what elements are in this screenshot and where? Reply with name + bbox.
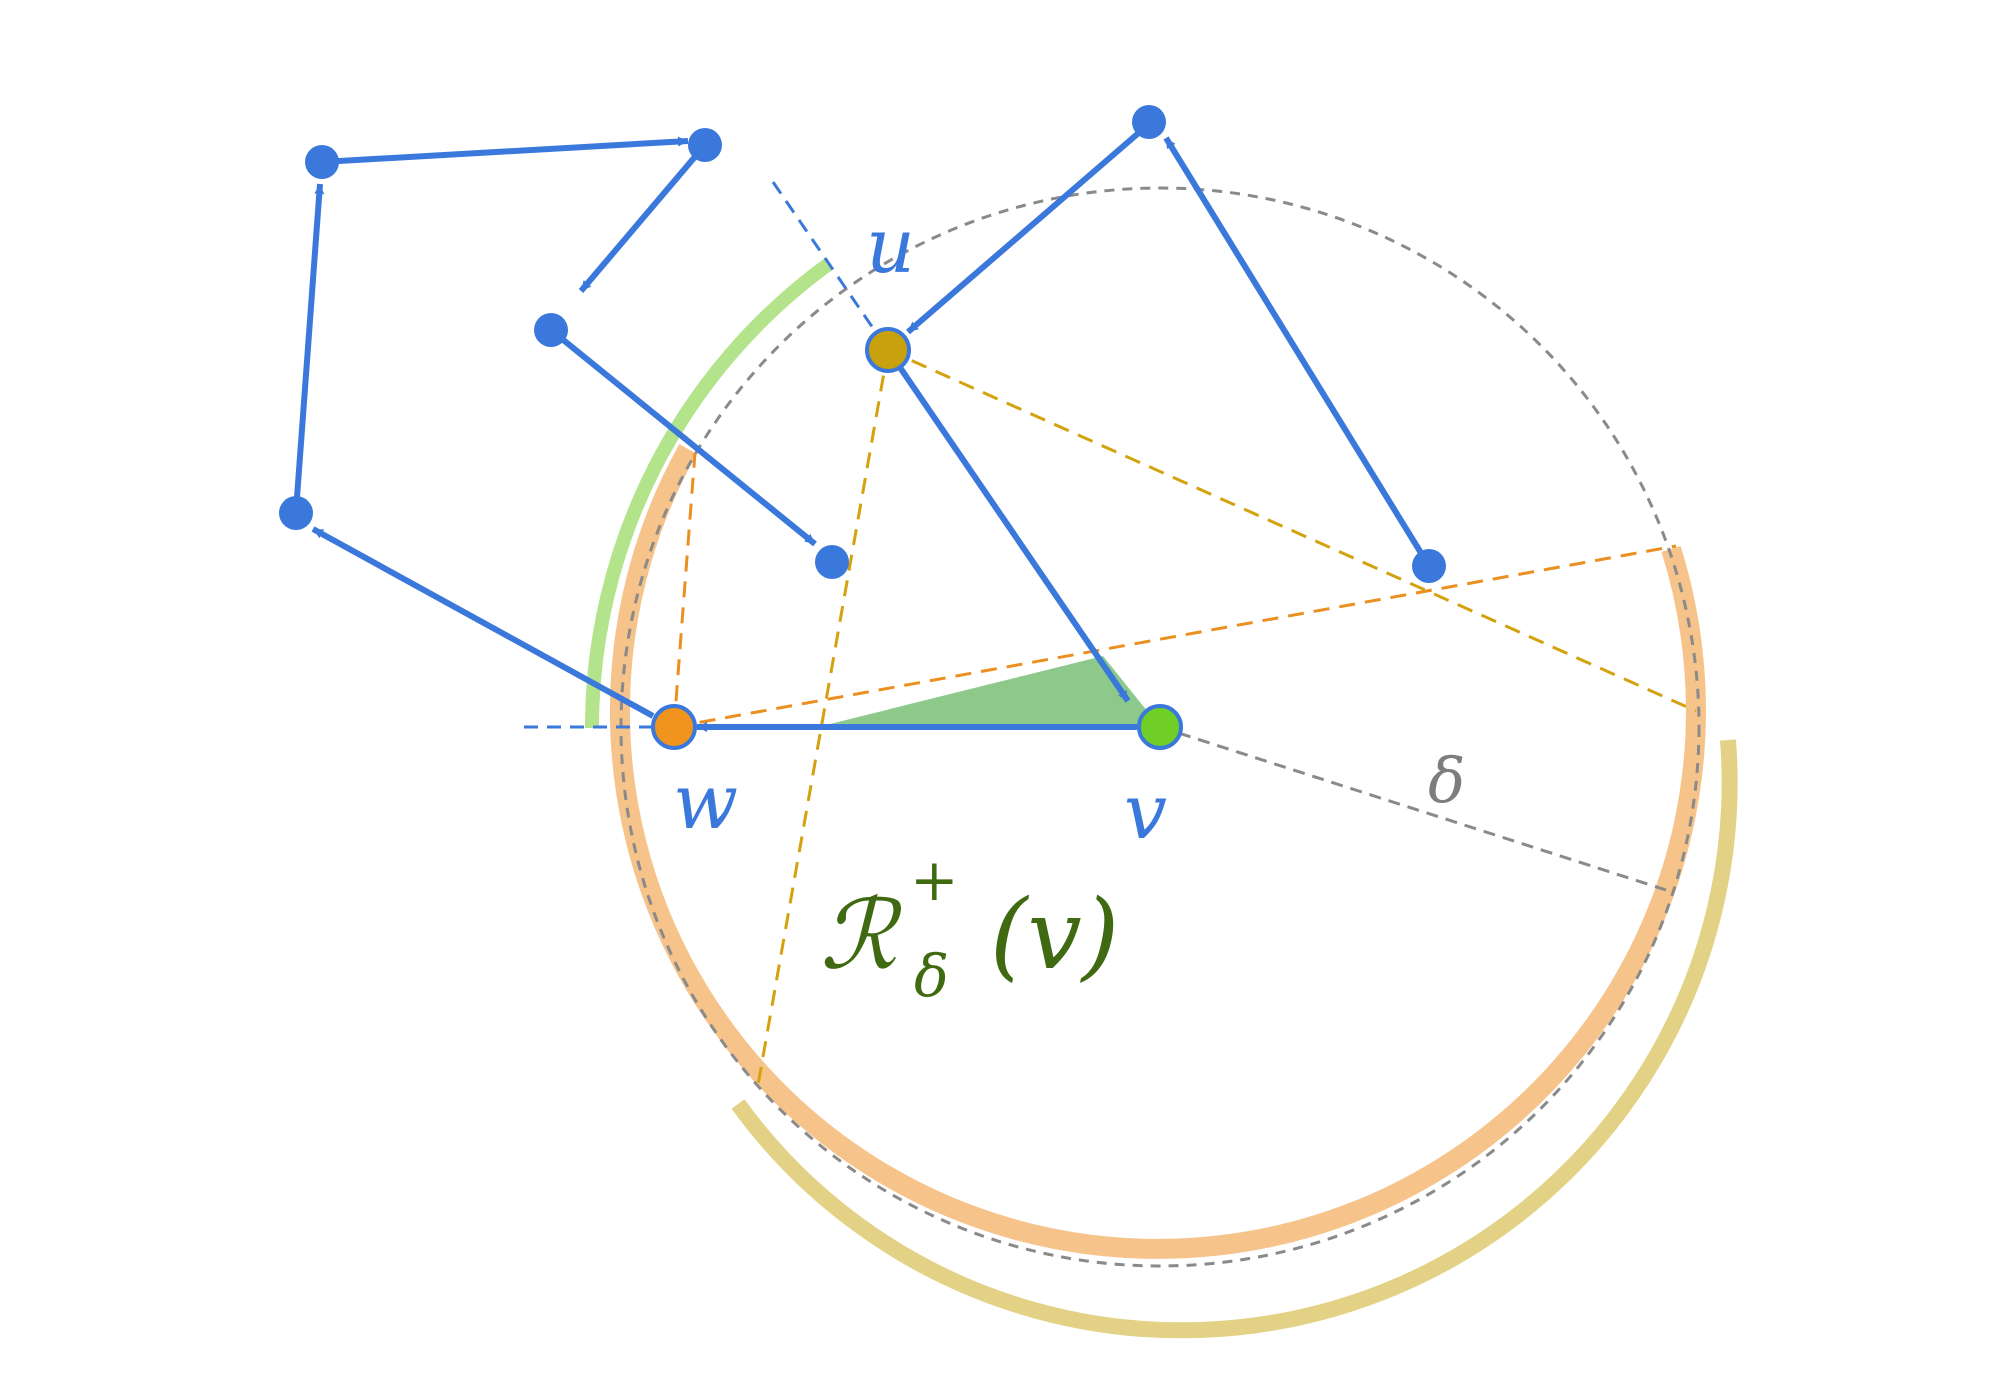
edge-p1-p2 [321,136,689,165]
edge-w-p5 [311,526,655,719]
orange-dashed-line-long [673,544,1677,729]
vertex-p4 [815,545,849,579]
region-label-sub: δ [914,942,949,1010]
label-v: v [1124,767,1167,856]
region-wedge [818,656,1160,727]
vertex-p3 [534,313,568,347]
blue-dashed-line-upper [771,181,890,351]
label-delta: δ [1428,744,1465,817]
edge-p6-u [906,121,1151,335]
edge-p5-p1 [293,183,325,512]
delta-radius-line [1159,725,1667,892]
vertex-p2 [688,128,722,162]
olive-dashed-line-down [756,349,890,1086]
label-u: u [866,201,915,290]
edge-p7-p6 [1163,136,1432,568]
vertex-p5 [279,496,313,530]
vertex-u [865,327,911,373]
vertex-p1 [305,145,339,179]
vertex-w [651,704,697,750]
vertices [279,105,1446,583]
olive-dashed-line-right [887,348,1697,713]
region-label-main: ℛ [820,879,903,991]
edges [293,121,1432,732]
region-label: ℛ + δ (v) [820,846,1119,1010]
edge-u-v [896,364,1131,703]
label-w: w [673,757,738,846]
edge-p2-p3 [578,143,708,293]
region-label-arg: (v) [990,879,1119,991]
edge-p3-p4 [549,327,817,547]
vertex-p7 [1412,549,1446,583]
vertex-v [1137,704,1183,750]
green-arc-band [585,257,835,729]
vertex-p6 [1132,105,1166,139]
region-label-sup: + [910,846,959,914]
olive-arc-band [731,739,1738,1339]
orange-dashed-line-short [672,452,697,728]
